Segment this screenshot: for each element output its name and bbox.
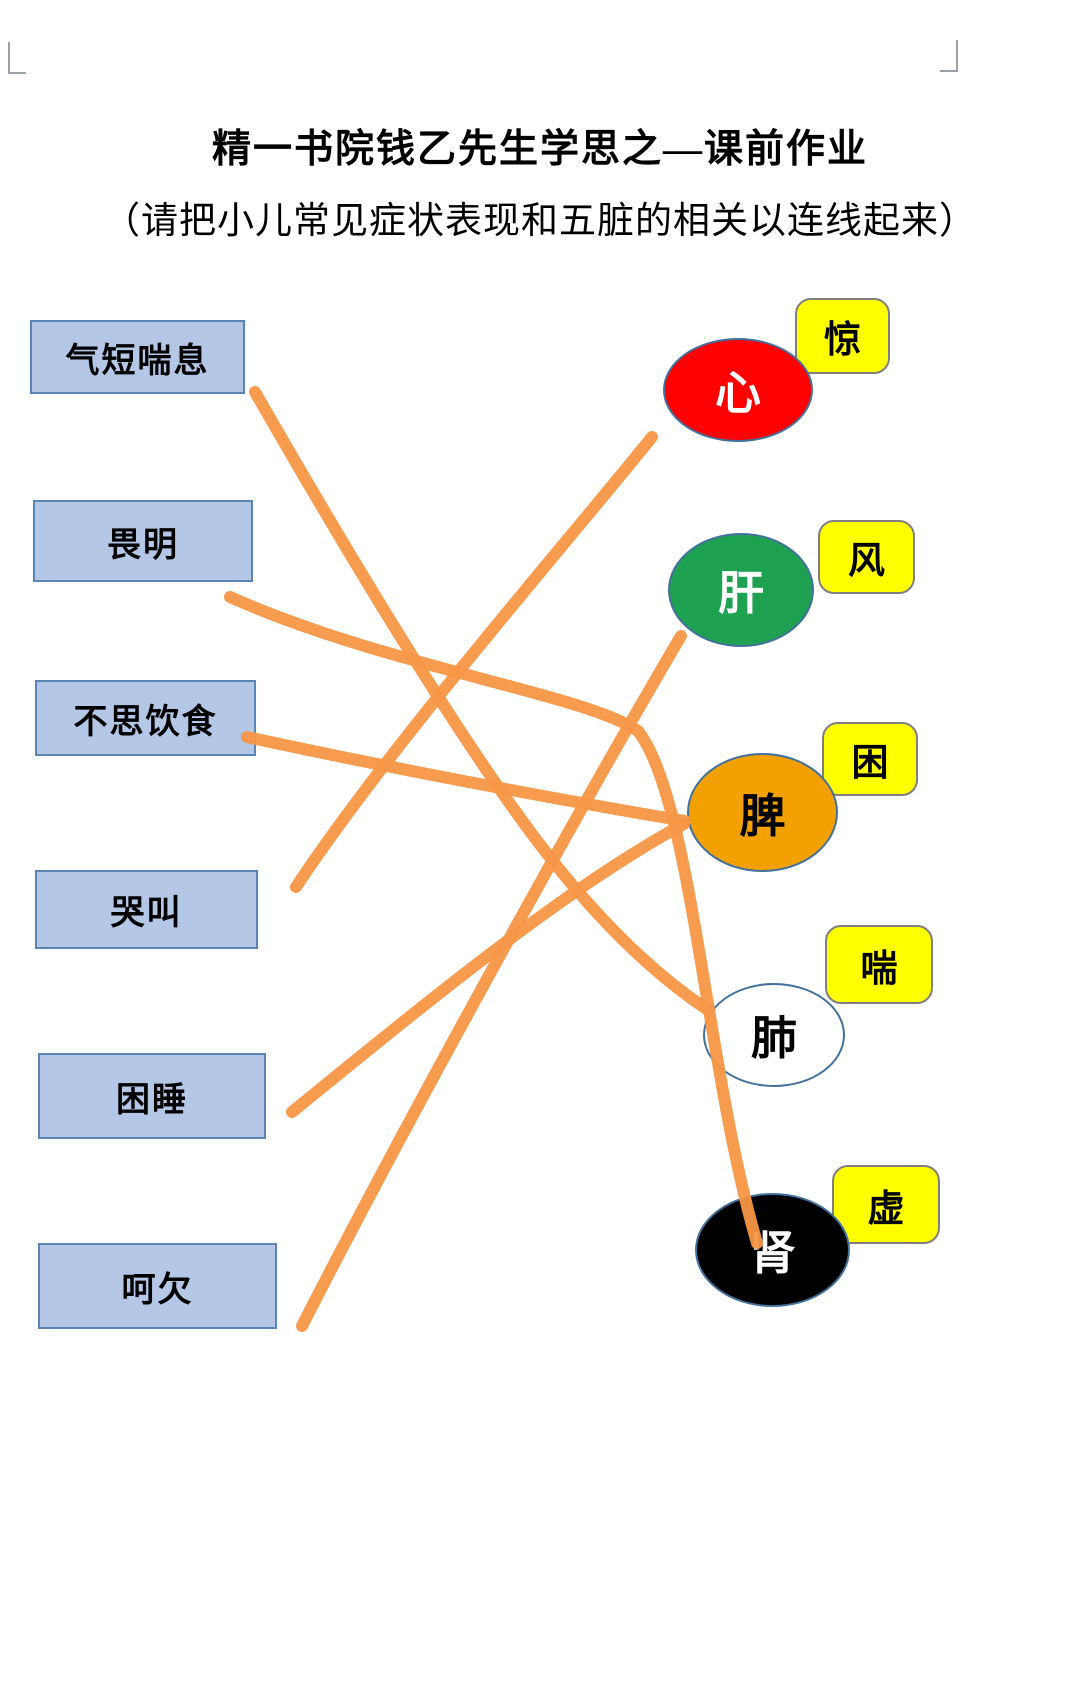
connection-line-kujiao-heart [290, 431, 658, 893]
symptom-label-qiduan-chuanxi: 气短喘息 [65, 342, 210, 380]
symptom-label-kunshui: 困睡 [116, 1081, 188, 1119]
badge-label-heart: 惊 [824, 320, 861, 361]
connection-line-qiduanchuanxi-lung [249, 386, 714, 1016]
organ-badge-kidney: 虚 [832, 1165, 940, 1244]
connection-line-heqian-liver [296, 630, 687, 1332]
symptom-label-kujiao: 哭叫 [110, 895, 183, 932]
organ-badge-spleen: 困 [822, 722, 918, 796]
page-margin-mark-top-right [940, 40, 958, 72]
organ-label-kidney: 肾 [749, 1228, 796, 1279]
organ-label-heart: 心 [715, 368, 761, 419]
badge-label-kidney: 虚 [867, 1188, 905, 1230]
organ-label-liver: 肝 [718, 568, 764, 619]
symptom-box-busi-yinshi[interactable]: 不思饮食 [35, 680, 256, 756]
organ-label-spleen: 脾 [739, 790, 786, 842]
connection-line-weiming-kidney [224, 591, 763, 1249]
symptom-box-qiduan-chuanxi[interactable]: 气短喘息 [30, 320, 245, 394]
symptom-label-busi-yinshi: 不思饮食 [73, 703, 218, 741]
organ-badge-liver: 风 [818, 520, 915, 594]
organ-heart[interactable]: 心 [663, 338, 813, 442]
organ-label-lung: 肺 [751, 1013, 797, 1064]
symptom-label-heqian: 呵欠 [121, 1271, 194, 1309]
organ-badge-heart: 惊 [795, 298, 890, 374]
symptom-box-kujiao[interactable]: 哭叫 [35, 870, 258, 949]
organ-badge-lung: 喘 [825, 925, 933, 1004]
badge-label-lung: 喘 [860, 948, 898, 990]
connection-line-busiyinshi-spleen [241, 731, 691, 827]
symptom-label-weiming: 畏明 [107, 526, 179, 564]
symptom-box-kunshui[interactable]: 困睡 [38, 1053, 266, 1139]
organ-lung[interactable]: 肺 [703, 983, 845, 1087]
worksheet-title: 精一书院钱乙先生学思之—课前作业 [211, 128, 868, 171]
worksheet-subtitle: （请把小儿常见症状表现和五脏的相关以连线起来） [103, 201, 977, 242]
badge-label-liver: 风 [848, 541, 885, 582]
badge-label-spleen: 困 [851, 743, 889, 784]
organ-kidney[interactable]: 肾 [695, 1193, 850, 1307]
connection-line-kunshui-spleen [286, 818, 690, 1118]
symptom-box-heqian[interactable]: 呵欠 [38, 1243, 277, 1329]
organ-liver[interactable]: 肝 [668, 533, 814, 647]
organ-spleen[interactable]: 脾 [687, 753, 838, 872]
page-margin-mark-top-left [8, 42, 26, 74]
symptom-box-weiming[interactable]: 畏明 [33, 500, 253, 582]
